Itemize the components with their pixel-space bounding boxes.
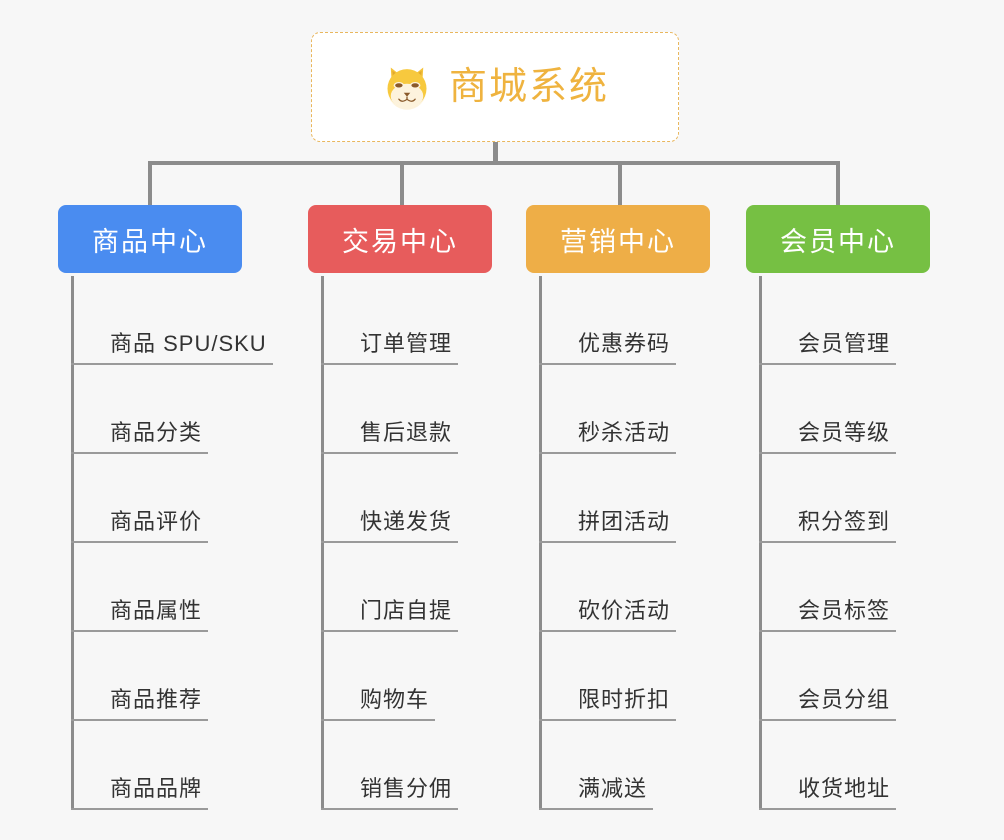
list-item[interactable]: 会员等级 <box>759 365 897 454</box>
list-item[interactable]: 商品推荐 <box>71 632 273 721</box>
leaf-label: 商品属性 <box>71 599 209 632</box>
list-item[interactable]: 秒杀活动 <box>539 365 677 454</box>
list-item[interactable]: 商品品牌 <box>71 721 273 810</box>
list-item[interactable]: 拼团活动 <box>539 454 677 543</box>
leaf-label: 商品 SPU/SKU <box>71 332 273 365</box>
leaf-label: 会员标签 <box>759 599 897 632</box>
leaf-label: 拼团活动 <box>539 510 677 543</box>
category-label: 交易中心 <box>342 226 458 257</box>
list-item[interactable]: 积分签到 <box>759 454 897 543</box>
leaf-label: 快递发货 <box>321 510 459 543</box>
leaf-label: 积分签到 <box>759 510 897 543</box>
list-item[interactable]: 收货地址 <box>759 721 897 810</box>
list-item[interactable]: 优惠券码 <box>539 276 677 365</box>
leaf-label: 订单管理 <box>321 332 459 365</box>
leaf-label: 限时折扣 <box>539 688 677 721</box>
leaf-label: 销售分佣 <box>321 777 459 810</box>
list-item[interactable]: 满减送 <box>539 721 676 810</box>
category-label: 会员中心 <box>780 226 896 257</box>
leaf-column-product-center: 商品 SPU/SKU 商品分类 商品评价 商品属性 商品推荐 商品品牌 <box>71 276 273 810</box>
leaf-label: 商品评价 <box>71 510 209 543</box>
list-item[interactable]: 会员管理 <box>759 276 897 365</box>
leaf-column-member-center: 会员管理 会员等级 积分签到 会员标签 会员分组 收货地址 <box>759 276 897 810</box>
list-item[interactable]: 限时折扣 <box>539 632 677 721</box>
list-item[interactable]: 订单管理 <box>321 276 459 365</box>
list-item[interactable]: 销售分佣 <box>321 721 459 810</box>
leaf-label: 商品推荐 <box>71 688 209 721</box>
list-item[interactable]: 购物车 <box>321 632 458 721</box>
list-item[interactable]: 商品分类 <box>71 365 273 454</box>
category-box-member-center[interactable]: 会员中心 <box>746 205 930 273</box>
category-label: 营销中心 <box>560 226 676 257</box>
category-box-product-center[interactable]: 商品中心 <box>58 205 242 273</box>
leaf-column-trade-center: 订单管理 售后退款 快递发货 门店自提 购物车 销售分佣 <box>321 276 459 810</box>
connector-drop-1 <box>148 161 152 205</box>
root-title: 商城系统 <box>448 66 609 108</box>
leaf-label: 砍价活动 <box>539 599 677 632</box>
connector-trunk-bar <box>148 161 840 165</box>
list-item[interactable]: 门店自提 <box>321 543 459 632</box>
category-box-trade-center[interactable]: 交易中心 <box>308 205 492 273</box>
leaf-label: 会员管理 <box>759 332 897 365</box>
list-item[interactable]: 商品评价 <box>71 454 273 543</box>
leaf-label: 满减送 <box>539 777 654 810</box>
connector-drop-4 <box>836 161 840 205</box>
leaf-label: 商品分类 <box>71 421 209 454</box>
leaf-label: 购物车 <box>321 688 436 721</box>
category-box-marketing-center[interactable]: 营销中心 <box>526 205 710 273</box>
shiba-dog-face-icon <box>387 67 427 110</box>
leaf-label: 秒杀活动 <box>539 421 677 454</box>
list-item[interactable]: 会员分组 <box>759 632 897 721</box>
leaf-label: 优惠券码 <box>539 332 677 365</box>
connector-drop-3 <box>618 161 622 205</box>
leaf-label: 门店自提 <box>321 599 459 632</box>
list-item[interactable]: 商品 SPU/SKU <box>71 276 273 365</box>
leaf-column-marketing-center: 优惠券码 秒杀活动 拼团活动 砍价活动 限时折扣 满减送 <box>539 276 677 810</box>
leaf-label: 会员等级 <box>759 421 897 454</box>
root-node-mall-system[interactable]: 商城系统 <box>311 32 679 142</box>
leaf-label: 售后退款 <box>321 421 459 454</box>
category-label: 商品中心 <box>92 226 208 257</box>
list-item[interactable]: 商品属性 <box>71 543 273 632</box>
leaf-label: 收货地址 <box>759 777 897 810</box>
list-item[interactable]: 售后退款 <box>321 365 459 454</box>
leaf-label: 商品品牌 <box>71 777 209 810</box>
list-item[interactable]: 快递发货 <box>321 454 459 543</box>
list-item[interactable]: 会员标签 <box>759 543 897 632</box>
connector-drop-2 <box>400 161 404 205</box>
list-item[interactable]: 砍价活动 <box>539 543 677 632</box>
leaf-label: 会员分组 <box>759 688 897 721</box>
connector-root-stem <box>493 142 498 164</box>
